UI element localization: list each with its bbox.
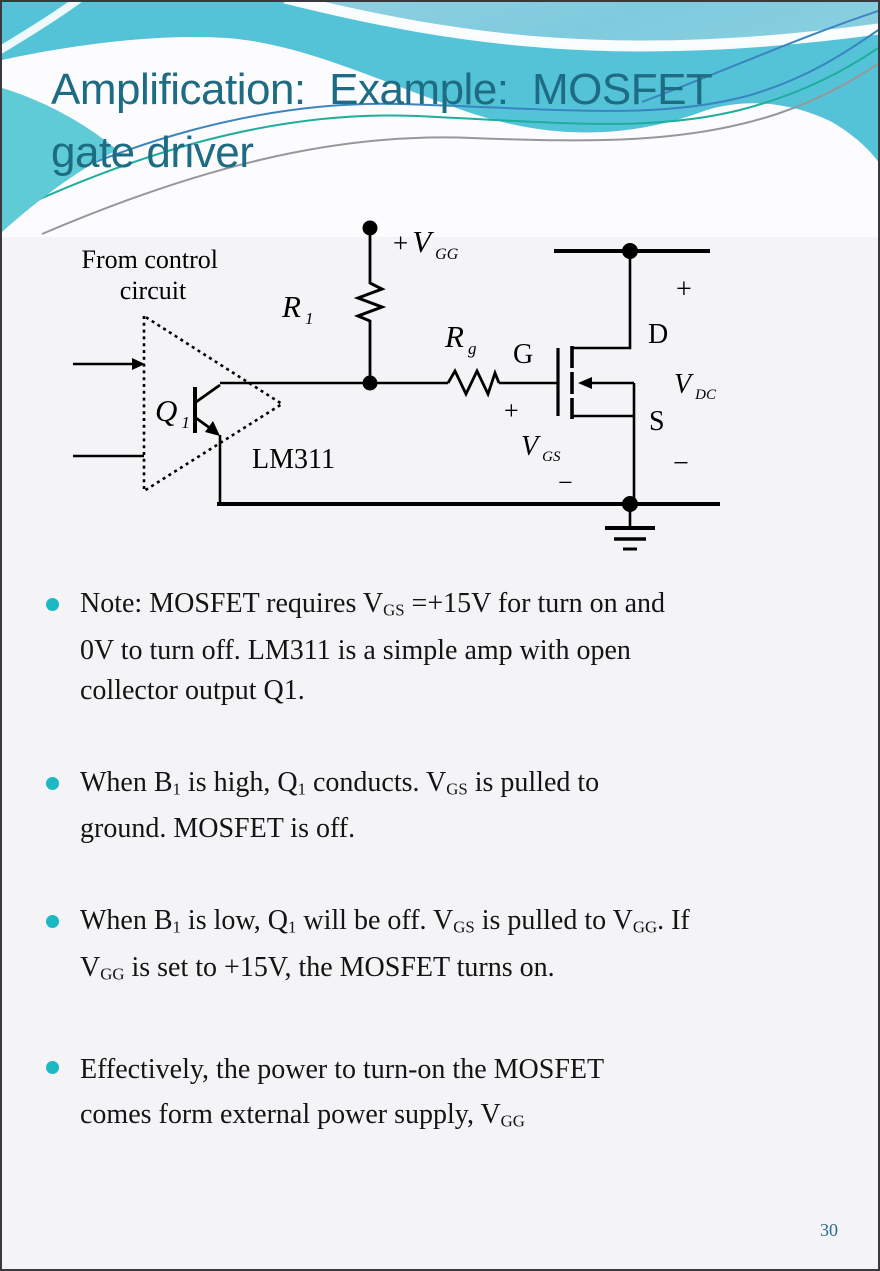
bullet-text: When B1 is low, Q1 will be off. VGS is p… — [80, 905, 690, 984]
vgs-label: V GS — [521, 431, 561, 465]
accent-line-green-icon — [2, 46, 878, 218]
vgs-plus-label: + — [504, 396, 519, 425]
bullet-dot-icon — [46, 776, 59, 790]
bullet-text: When B1 is high, Q1 conducts. VGS is pul… — [80, 766, 600, 845]
mosfet-symbol — [556, 253, 636, 504]
drain-label: D — [648, 319, 668, 350]
q1-emitter-arrow-icon — [205, 421, 220, 436]
junction-node — [362, 375, 378, 391]
vdc-label: V DC — [674, 369, 717, 403]
bullet-text: Note: MOSFET requires VGS =+15V for turn… — [80, 588, 666, 706]
vgg-label: + V GG — [393, 224, 459, 263]
rg-label: R g — [444, 319, 476, 358]
slide-title: Amplification: Example: MOSFET gate driv… — [51, 65, 713, 177]
bullet-dot-icon — [46, 598, 59, 611]
bullet-text: Effectively, the power to turn-on the MO… — [80, 1053, 605, 1131]
bullet-item: Effectively, the power to turn-on the MO… — [46, 1047, 851, 1144]
r1-label: R 1 — [281, 289, 313, 328]
rg-resistor — [446, 367, 557, 398]
q1-collector — [195, 383, 221, 404]
drain-wire — [573, 253, 632, 350]
vgg-node — [362, 220, 378, 236]
page-number: 30 — [820, 1220, 838, 1240]
vdc-minus-label: − — [673, 448, 689, 479]
r1-zigzag — [353, 281, 387, 323]
bullet-dot-icon — [46, 1060, 59, 1074]
input-arrow-icon — [132, 358, 145, 370]
bullet-dot-icon — [46, 915, 59, 929]
ground-icon — [605, 504, 655, 551]
accent-line-blue2-icon — [641, 9, 878, 103]
bullet-list: Note: MOSFET requires VGS =+15V for turn… — [46, 584, 851, 1195]
accent-line-blue-icon — [2, 29, 878, 206]
teal-wedge — [2, 88, 117, 232]
rg-zigzag — [446, 367, 501, 398]
bullet-item: Note: MOSFET requires VGS =+15V for turn… — [46, 584, 851, 711]
q1-transistor — [193, 383, 222, 504]
r1-resistor — [353, 220, 387, 391]
from-control-label: From control circuit — [82, 245, 225, 305]
vdc-plus-label: + — [676, 274, 692, 305]
q1-label: Q 1 — [155, 393, 190, 432]
header-corner-stripe — [2, 2, 82, 54]
circuit-diagram: From control circuit + V GG R 1 R g G D … — [73, 220, 720, 551]
bullet-item: When B1 is high, Q1 conducts. VGS is pul… — [46, 763, 851, 850]
header-decoration — [2, 2, 878, 237]
opamp-label: LM311 — [252, 444, 335, 475]
body-arrow-icon — [578, 377, 592, 389]
header-white-stripe — [283, 2, 878, 52]
accent-line-gray-icon — [41, 62, 878, 235]
bullet-item: When B1 is low, Q1 will be off. VGS is p… — [46, 901, 851, 994]
gate-label: G — [513, 339, 533, 370]
top-rail-node — [622, 243, 638, 259]
vgs-minus-label: − — [558, 468, 573, 497]
source-label: S — [649, 406, 665, 437]
